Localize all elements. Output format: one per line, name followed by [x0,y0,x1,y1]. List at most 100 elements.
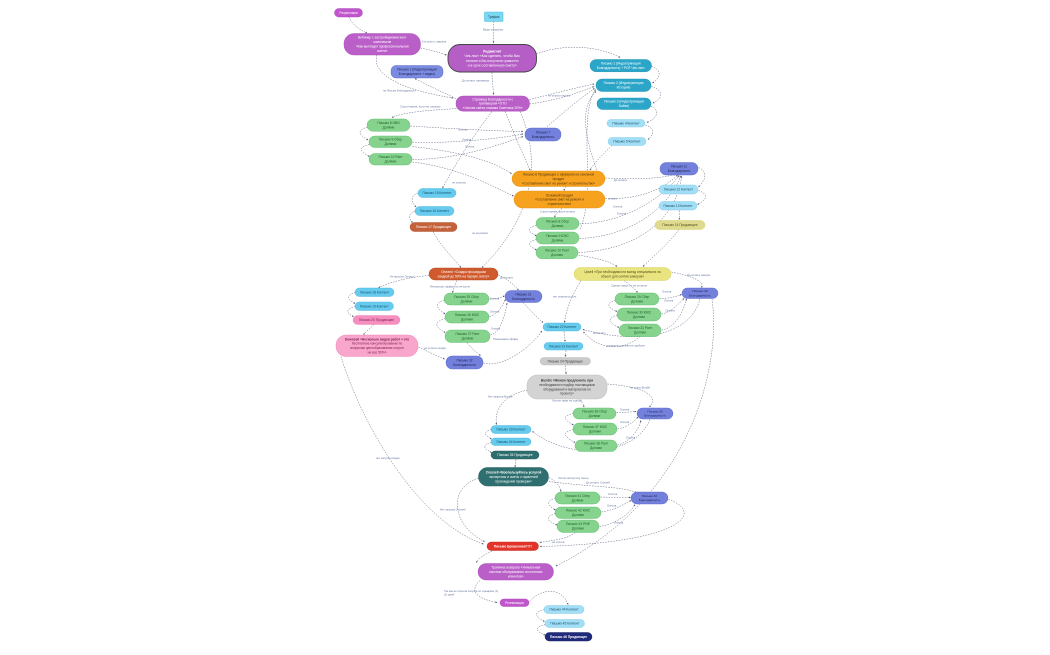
svg-text:комплексов: комплексов [373,40,391,44]
svg-text:Письмо 5 Контент: Письмо 5 Контент [613,140,641,144]
svg-text:Письмо 29 Сбер: Письмо 29 Сбер [625,295,650,299]
svg-text:не оплата: не оплата [552,541,565,544]
svg-text:продукт: продукт [553,177,565,181]
svg-text:До оплаты Crossell: До оплаты Crossell [586,481,610,485]
svg-text:Благодарность: Благодарность [644,414,666,418]
svg-text:Оплата: Оплата [614,521,624,525]
svg-text:договор на долями не одобрен: договор на долями не одобрен [606,344,645,348]
svg-text:Письмо 36 Сбер: Письмо 36 Сбер [582,409,607,413]
svg-text:клиентов»: клиентов» [508,574,524,578]
svg-text:Благодарность + видео): Благодарность + видео) [399,72,435,76]
svg-text:Долями: Долями [589,429,601,433]
svg-text:Письмо 9 ЮКС: Письмо 9 ЮКС [546,234,569,238]
svg-text:Байки): Байки) [619,104,629,108]
svg-text:«Составление смет на ремонт и: «Составление смет на ремонт и [535,198,584,202]
svg-text:Письмо 34 Контент: Письмо 34 Контент [497,440,526,444]
svg-text:Письмо 39: Письмо 39 [647,409,663,413]
svg-text:Письмо 3 (Индоктринация: Письмо 3 (Индоктринация [604,100,644,104]
svg-text:нет запуска скидки: нет запуска скидки [376,457,400,460]
svg-text:Ведут в воронку: Ведут в воронку [483,28,504,32]
svg-text:Оплата: Оплата [607,504,617,508]
svg-text:Письмо 35 Продающее: Письмо 35 Продающее [497,453,532,457]
svg-text:Письмо 11: Письмо 11 [671,165,687,169]
svg-text:Письмо 46 Продающее: Письмо 46 Продающее [550,635,587,639]
svg-text:не открыл письмо: не открыл письмо [548,95,571,98]
svg-text:нет покупки услуги: нет покупки услуги [553,296,577,299]
svg-text:Письмо 7: Письмо 7 [536,130,550,134]
svg-text:Оплата: Оплата [664,299,674,303]
svg-text:Письмо 40: Письмо 40 [642,494,658,498]
svg-text:Долями: Долями [572,513,584,517]
svg-text:Письмо 30 ЮКС: Письмо 30 ЮКС [627,310,652,314]
svg-text:Письмо 32: Письмо 32 [456,358,472,362]
svg-text:Благодарность: Благодарность [453,363,476,367]
svg-text:Реанимация: Реанимация [505,601,524,605]
svg-text:Долями: Долями [552,224,564,228]
svg-text:скидкой до 50% на первую смету: скидкой до 50% на первую смету» [438,274,490,278]
svg-text:Долями: Долями [589,414,601,418]
svg-text:объект для снятия замеров»: объект для снятия замеров» [601,274,645,278]
svg-text:Спустя время, если нет реакции: Спустя время, если нет реакции [400,105,441,109]
svg-text:Письмо 41 Сбер: Письмо 41 Сбер [565,494,590,498]
svg-text:Долями: Долями [461,299,473,303]
svg-text:Долями: Долями [385,142,397,146]
svg-text:Письмо 19 Контент: Письмо 19 Контент [360,304,389,308]
svg-text:Письмо 22 Контент: Письмо 22 Контент [548,325,577,329]
svg-text:Письмо 42 ЮКС: Письмо 42 ЮКС [566,509,591,513]
svg-text:Долями: Долями [462,337,474,341]
svg-text:Интересует оффер, но не купил: Интересует оффер, но не купил [430,285,470,289]
svg-text:До оплаты трипваера: До оплаты трипваера [462,79,490,83]
svg-text:Долями: Долями [461,317,473,321]
svg-text:Благодарность: Благодарность [639,498,661,502]
svg-text:Основной продукт: Основной продукт [546,193,574,197]
svg-text:Письмо 21: Письмо 21 [515,292,531,296]
svg-text:Письмо 18 Контент: Письмо 18 Контент [360,290,389,294]
svg-text:Долями: Долями [634,331,646,335]
svg-text:Оплата: Оплата [608,492,618,496]
svg-text:Долями: Долями [383,125,395,129]
svg-text:Письмо 13 Контент: Письмо 13 Контент [664,204,693,208]
svg-text:строительство»: строительство» [548,202,572,206]
svg-text:трипваером +OTO: трипваером +OTO [479,102,507,106]
svg-text:Благодарность: Благодарность [532,135,555,139]
svg-text:Страница Благодарности с: Страница Благодарности с [472,97,513,101]
svg-text:Оплата: Оплата [620,420,630,424]
svg-text:Письмо 10 Рант: Письмо 10 Рант [378,155,403,159]
svg-text:Downsell «Несколько видов рабо: Downsell «Несколько видов работ + это [345,337,409,341]
svg-text:на все 50%»: на все 50%» [368,350,387,354]
svg-text:смета»: смета» [377,49,388,53]
svg-text:Письмо 43 РНФ: Письмо 43 РНФ [566,522,590,526]
svg-text:на Письмо Благодарности: на Письмо Благодарности [383,89,416,93]
svg-text:Письмо 6 Продающее с оффером н: Письмо 6 Продающее с оффером на основной [523,173,594,177]
svg-text:Письмо 16 Контент: Письмо 16 Контент [420,209,449,213]
svg-text:Crossell «Воспользуйтесь услуг: Crossell «Воспользуйтесь услугой [486,471,542,475]
svg-text:Письмо 31 Рант: Письмо 31 Рант [628,326,653,330]
svg-text:Письмо 8 Сбер: Письмо 8 Сбер [546,219,569,223]
svg-text:Upsell «При необходимости выез: Upsell «При необходимости выезд специали… [584,270,661,274]
svg-text:Письмо 45 Контент: Письмо 45 Контент [550,622,579,626]
svg-text:до оплаты скидки: до оплаты скидки [424,347,446,350]
svg-text:Кто ушел с закрепа: Кто ушел с закрепа [422,40,447,44]
svg-text:До оплаты: До оплаты [614,178,627,182]
svg-text:«Чистая смета глазами Сметчика: «Чистая смета глазами Сметчика 20%» [463,106,523,110]
svg-text:Долями: Долями [631,299,643,303]
svg-text:Долями: Долями [572,527,584,531]
svg-text:Письмо 38 Рант: Письмо 38 Рант [584,442,609,446]
svg-text:оплата: оплата [608,198,617,201]
svg-text:Хотим экспертизу сметы: Хотим экспертизу сметы [558,476,589,480]
svg-text:вопросам ценообразования сторо: вопросам ценообразования сторон [350,346,403,350]
svg-text:Долями: Долями [590,446,602,450]
svg-text:Так как не прошла покупка по с: Так как не прошла покупка по сценарию (1… [444,589,498,593]
svg-text:До оплаты замера: До оплаты замера [687,273,711,277]
svg-text:Чек-лист «Как сделать, чтобы В: Чек-лист «Как сделать, чтобы Вас [465,54,521,58]
svg-text:Оплата: Оплата [490,297,500,301]
svg-text:и в срок составленную смету»: и в срок составленную смету» [468,64,517,68]
svg-text:Оплата: Оплата [620,408,630,412]
svg-text:Долями: Долями [551,253,563,257]
svg-text:Оплата: Оплата [458,128,468,132]
svg-text:Письмо 2 (Индоктринация: Письмо 2 (Индоктринация [604,81,644,85]
svg-text:На оплату: На оплату [593,331,606,335]
svg-text:Письмо 10 Рант: Письмо 10 Рант [545,249,570,253]
svg-text:Письмо 17 Продающее: Письмо 17 Продающее [416,225,451,229]
svg-text:экспертизы и сметы с гарантией: экспертизы и сметы с гарантией [489,475,538,479]
